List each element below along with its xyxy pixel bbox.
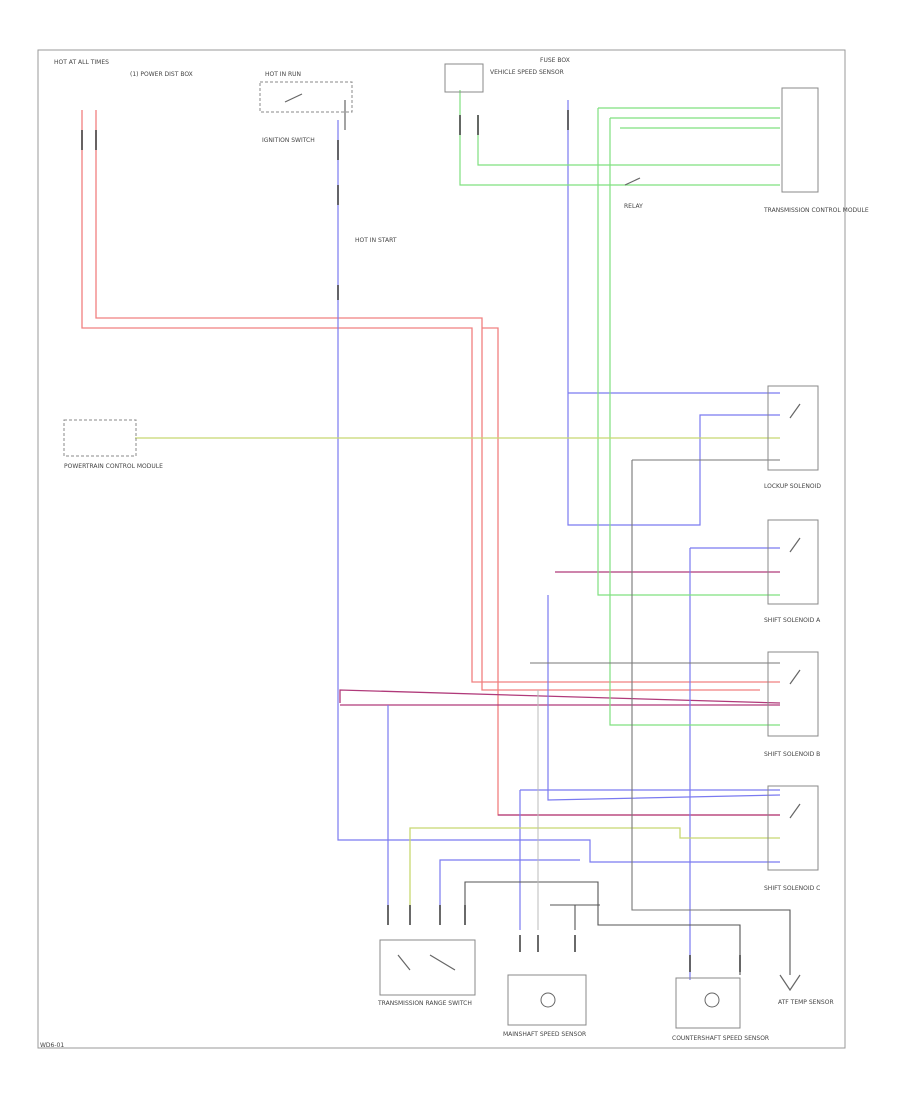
label-hot-run: HOT IN RUN [265, 71, 301, 78]
range-switch-contacts [397, 954, 456, 971]
bottom-components: TRANSMISSION RANGE SWITCH MAINSHAFT SPEE… [377, 939, 834, 1042]
wire-green-4 [609, 117, 780, 726]
ignition-switch-box [259, 81, 353, 113]
diagram-frame [37, 49, 846, 1049]
solenoid-3-contact [789, 669, 801, 685]
wire-blue-1 [337, 120, 780, 863]
wire-blue-4 [689, 547, 780, 980]
solenoid-1-box [767, 385, 819, 471]
label-fuse-b: FUSE BOX [540, 57, 570, 64]
label-sol1: LOCKUP SOLENOID [764, 483, 821, 490]
label-bottom4: ATF TEMP SENSOR [778, 999, 834, 1006]
countershaft-sensor-coil-icon [704, 992, 720, 1008]
mainshaft-sensor-box [507, 974, 587, 1026]
wire-red-1 [81, 110, 780, 683]
solenoid-4-box [767, 785, 819, 871]
wire-blue-6 [439, 859, 580, 910]
sensor-box [444, 63, 484, 93]
mainshaft-sensor-coil-icon [540, 992, 556, 1008]
wire-blue-8 [519, 789, 780, 930]
wire-gray-3 [464, 881, 741, 975]
label-sol4: SHIFT SOLENOID C [764, 885, 820, 892]
label-hot-batt: HOT AT ALL TIMES [54, 59, 109, 66]
label-left-module: POWERTRAIN CONTROL MODULE [64, 463, 163, 470]
wire-green-1 [459, 90, 780, 186]
label-bottom2: MAINSHAFT SPEED SENSOR [503, 1031, 586, 1038]
label-sensor: VEHICLE SPEED SENSOR [490, 69, 564, 76]
left-module: POWERTRAIN CONTROL MODULE [63, 419, 163, 470]
wire-gray-1 [631, 459, 780, 911]
wire-gray-4 [550, 904, 600, 930]
label-ign-switch: IGNITION SWITCH [262, 137, 315, 144]
left-module-box [63, 419, 137, 457]
label-sol2: SHIFT SOLENOID A [764, 617, 821, 624]
solenoid-1-contact [789, 403, 801, 419]
control-module-connector [781, 87, 819, 193]
solenoid-4-contact [789, 803, 801, 819]
countershaft-sensor-box [675, 977, 741, 1029]
connector-ticks [81, 110, 741, 972]
wire-red-2 [95, 110, 760, 691]
ignition-switch-contact [284, 93, 303, 103]
wire-group [81, 90, 791, 980]
wire-green-2 [477, 115, 780, 166]
solenoid-group: LOCKUP SOLENOID SHIFT SOLENOID A SHIFT S… [764, 385, 821, 892]
label-bottom3: COUNTERSHAFT SPEED SENSOR [672, 1035, 769, 1042]
solenoid-2-contact [789, 537, 801, 553]
wire-purple-2 [339, 689, 781, 704]
wire-gray-5 [720, 909, 791, 975]
top-section: HOT AT ALL TIMES (1) POWER DIST BOX HOT … [54, 57, 869, 244]
range-switch-box [379, 939, 476, 996]
relay-contact [624, 177, 641, 186]
label-sol3: SHIFT SOLENOID B [764, 751, 820, 758]
label-fuse-a: (1) POWER DIST BOX [130, 71, 193, 78]
label-hot-start: HOT IN START [355, 237, 397, 244]
solenoid-3-box [767, 651, 819, 737]
frame-label: WD6-01 [40, 1042, 64, 1049]
label-bottom1: TRANSMISSION RANGE SWITCH [377, 1000, 472, 1007]
label-control-module: TRANSMISSION CONTROL MODULE [763, 207, 869, 214]
wire-yellowgreen-2 [409, 827, 780, 910]
wire-blue-2 [567, 100, 780, 526]
temp-sensor-symbol [779, 974, 801, 992]
solenoid-2-box [767, 519, 819, 605]
wire-green-3 [597, 107, 780, 596]
label-relay: RELAY [624, 203, 643, 210]
